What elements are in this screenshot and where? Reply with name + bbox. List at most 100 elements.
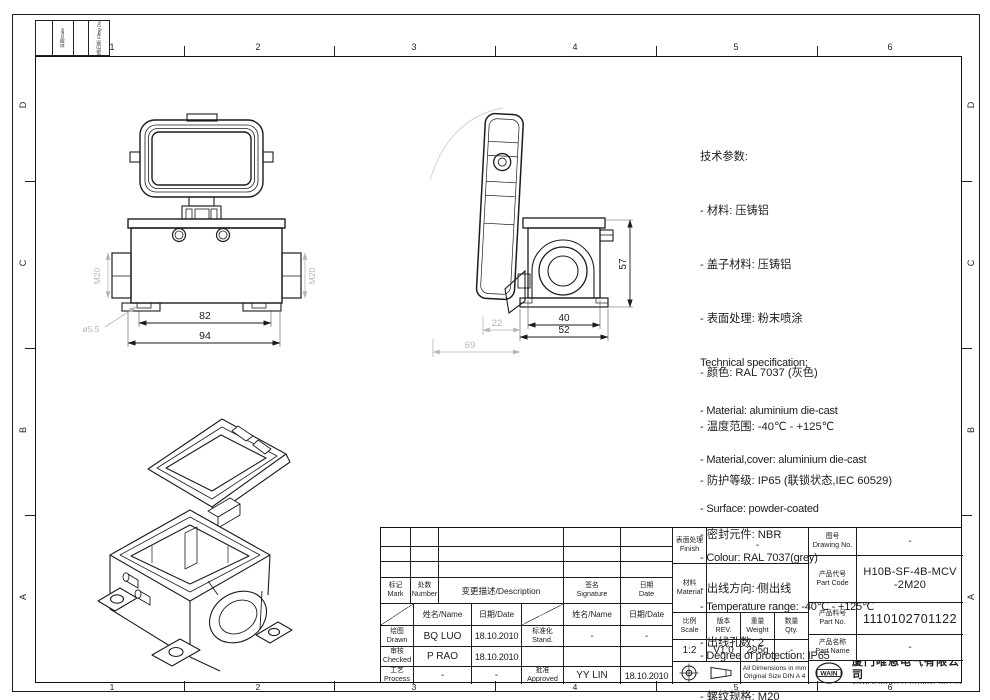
spec-line: - Material: aluminium die-cast (700, 405, 838, 418)
approved-date: 18.10.2010 (621, 667, 673, 684)
grid-tick (962, 515, 972, 516)
spec-line: - Degree of protection: IP65 (700, 649, 830, 662)
revision-cell (621, 528, 673, 578)
drawn-date: 18.10.2010 (472, 626, 522, 647)
spec-line: - Colour: RAL 7037(grey) (700, 552, 818, 565)
side-view-drawing: 57 40 52 22 69 (429, 107, 633, 357)
projection-symbol-icon (679, 663, 731, 683)
process-date: - (472, 667, 522, 684)
spec-line: (acc.to IEC 60529 for coupled connector) (700, 697, 899, 700)
grid-tick (656, 681, 657, 691)
grid-row-label: C (18, 259, 28, 267)
svg-text:WAIN: WAIN (821, 670, 838, 677)
part-no-value: 1110102701122 (857, 603, 963, 635)
part-code-value: H10B-SF-4B-MCV-2M20 (857, 556, 963, 603)
front-view-drawing: 82 94 M20 M20 ø5.5 (82, 113, 317, 347)
dim-hole-label: ø5.5 (82, 324, 99, 334)
dim-52-label: 52 (558, 325, 570, 336)
filing-cell-date: 日期/Date (52, 20, 74, 56)
spec-line: - 颜色: RAL 7037 (灰色) (700, 367, 818, 379)
dim-94-label: 94 (199, 330, 211, 342)
dim-69-label: 69 (465, 340, 476, 351)
subheader-name: 姓名/Name (414, 604, 472, 626)
checked-name: P RAO (414, 647, 472, 667)
empty-cell (522, 647, 564, 667)
spec-line: - 出线方向: 侧出线 (700, 583, 792, 595)
sheet-outer-border (12, 14, 980, 692)
grid-tick (656, 46, 657, 56)
isometric-view-drawing (97, 418, 293, 672)
revision-cell (439, 528, 564, 578)
dim-m20-left-label: M20 (92, 267, 102, 284)
revision-row-line (381, 561, 673, 562)
grid-col-label: 1 (109, 42, 115, 52)
diagonal-cell (522, 604, 564, 626)
grid-col-label: 2 (255, 42, 261, 52)
grid-col-label: 2 (255, 682, 261, 692)
checked-date: 18.10.2010 (472, 647, 522, 667)
spec-line: - Material,cover: aluminium die-cast (700, 454, 867, 467)
grid-row-label: B (966, 427, 976, 434)
drawing-no-value: - (857, 528, 963, 556)
revision-row-line (381, 546, 673, 547)
grid-col-label: 3 (411, 682, 417, 692)
standard-date: - (621, 626, 673, 647)
grid-row-label: D (18, 101, 28, 109)
grid-col-label: 5 (733, 42, 739, 52)
rev-value: V1.0 (707, 640, 741, 662)
revision-cell (411, 528, 439, 578)
company-name-en: XIAMEN WAIN ELECTRICAL CO.LTD (852, 682, 962, 684)
spec-line: - Surface: powder-coated (700, 503, 819, 516)
grid-tick (25, 181, 35, 182)
dim-82-label: 82 (199, 310, 211, 322)
grid-tick (962, 181, 972, 182)
grid-tick (184, 681, 185, 691)
process-name: - (414, 667, 472, 684)
projection-symbols (673, 662, 741, 684)
english-spec-block: Technical specification: - Material: alu… (700, 322, 898, 700)
company-cell: WAIN 厦门唯恩电气有限公司 XIAMEN WAIN ELECTRICAL C… (809, 661, 963, 684)
wain-logo-icon: WAIN (815, 661, 843, 684)
company-name-cn: 厦门唯恩电气有限公司 (852, 661, 960, 681)
grid-tick (817, 681, 818, 691)
spec-line: - 防护等级: IP65 (联锁状态,IEC 60529) (700, 475, 893, 487)
filing-cell-empty (73, 20, 89, 56)
grid-tick (334, 46, 335, 56)
drawn-name: BQ LUO (414, 626, 472, 647)
diagonal-cell (381, 604, 414, 626)
english-spec-title: Technical specification: (700, 356, 808, 369)
part-name-value: - (857, 635, 963, 661)
revision-cell (381, 528, 411, 578)
grid-tick (184, 46, 185, 56)
finish-value: - (707, 528, 809, 564)
grid-tick (25, 515, 35, 516)
qty-value: - (775, 640, 809, 662)
approved-name: YY LIN (564, 667, 621, 684)
grid-col-label: 6 (887, 42, 893, 52)
revision-cell (564, 528, 621, 578)
chinese-spec-title: 技术参数: (700, 151, 748, 163)
empty-cell (621, 647, 673, 667)
spec-line: - 螺纹规格: M20 (700, 691, 780, 700)
dim-40-label: 40 (558, 313, 570, 324)
subheader-name: 姓名/Name (564, 604, 621, 626)
grid-tick (962, 348, 972, 349)
grid-row-label: D (966, 101, 976, 109)
grid-tick (334, 681, 335, 691)
grid-row-label: B (18, 427, 28, 434)
grid-row-label: C (966, 259, 976, 267)
spec-line: - 材料: 压铸铝 (700, 205, 769, 217)
